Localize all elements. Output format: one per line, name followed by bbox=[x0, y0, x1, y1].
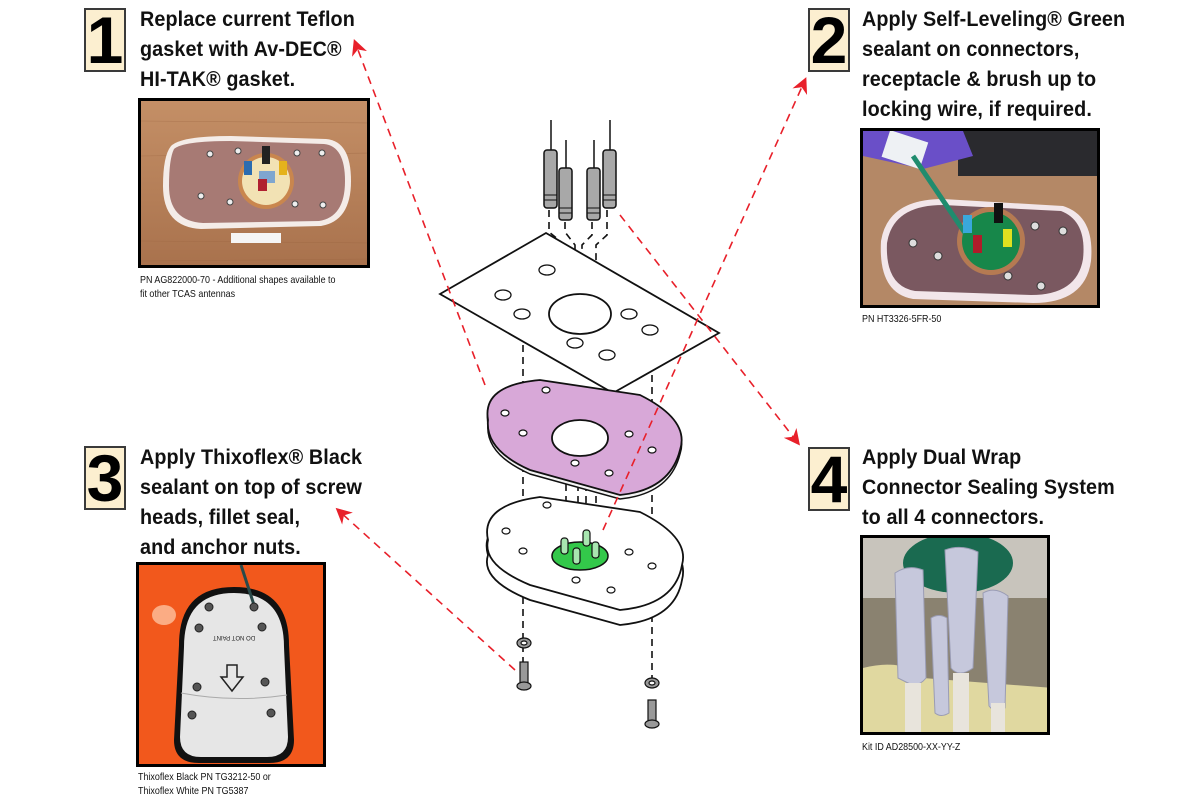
step-1-line-2: gasket with Av-DEC® bbox=[140, 37, 342, 61]
step-4-caption-line-1: Kit ID AD28500-XX-YY-Z bbox=[862, 741, 961, 753]
alignment-lines bbox=[522, 210, 653, 690]
connector-1 bbox=[543, 149, 558, 209]
hi-tak-gasket bbox=[486, 379, 683, 500]
step-3-line-4: and anchor nuts. bbox=[140, 535, 301, 559]
step-1-instruction: Replace current Teflon gasket with Av-DE… bbox=[140, 4, 355, 94]
step-2-instruction: Apply Self-Leveling® Green sealant on co… bbox=[862, 4, 1125, 124]
leader-arrow-step-4 bbox=[619, 214, 800, 446]
step-1-photo bbox=[138, 98, 370, 268]
fasteners bbox=[516, 637, 660, 729]
do-not-paint-label: DO NOT PAINT bbox=[213, 634, 255, 640]
step-2-number-box: 2 bbox=[808, 7, 850, 73]
gasket-photo-illustration bbox=[141, 101, 367, 265]
step-2-line-1: Apply Self-Leveling® Green bbox=[862, 7, 1126, 31]
step-1-caption-line-2: fit other TCAS antennas bbox=[140, 288, 236, 300]
step-3-photo: DO NOT PAINT bbox=[136, 562, 326, 767]
step-2-caption: PN HT3326-5FR-50 bbox=[862, 312, 941, 326]
leader-arrows bbox=[335, 39, 808, 671]
orange-skin-photo-illustration: DO NOT PAINT bbox=[139, 565, 323, 764]
connector-3 bbox=[586, 167, 601, 221]
step-4-instruction: Apply Dual Wrap Connector Sealing System… bbox=[862, 442, 1115, 532]
step-3-number-box: 3 bbox=[84, 445, 126, 511]
step-3-caption: Thixoflex Black PN TG3212-50 or Thixofle… bbox=[138, 770, 271, 798]
step-4-number-box: 4 bbox=[808, 446, 850, 512]
antenna-base bbox=[485, 496, 684, 626]
step-2-photo bbox=[860, 128, 1100, 308]
step-1-caption-line-1: PN AG822000-70 - Additional shapes avail… bbox=[140, 274, 336, 286]
step-3-line-1: Apply Thixoflex® Black bbox=[140, 445, 363, 469]
step-3-line-3: heads, fillet seal, bbox=[140, 505, 301, 529]
step-4-line-1: Apply Dual Wrap bbox=[862, 445, 1022, 469]
step-2-caption-line-1: PN HT3326-5FR-50 bbox=[862, 313, 942, 325]
step-1-caption: PN AG822000-70 - Additional shapes avail… bbox=[140, 273, 336, 301]
wrapped-connectors-photo-illustration bbox=[863, 538, 1047, 732]
step-1-line-1: Replace current Teflon bbox=[140, 7, 355, 31]
step-4-photo bbox=[860, 535, 1050, 735]
leader-arrow-step-1 bbox=[352, 39, 486, 386]
step-4-caption: Kit ID AD28500-XX-YY-Z bbox=[862, 740, 960, 754]
step-1-line-3: HI-TAK® gasket. bbox=[140, 67, 296, 91]
washer-right bbox=[644, 677, 660, 689]
connector-2 bbox=[558, 167, 573, 221]
step-1-number-box: 1 bbox=[84, 7, 126, 73]
step-2-line-2: sealant on connectors, bbox=[862, 37, 1080, 61]
step-3-line-2: sealant on top of screw bbox=[140, 475, 362, 499]
doubler-plate bbox=[438, 231, 721, 395]
screw-right bbox=[647, 699, 657, 723]
step-2-line-3: receptacle & brush up to bbox=[862, 67, 1097, 91]
connector-4 bbox=[602, 149, 617, 209]
step-4-line-3: to all 4 connectors. bbox=[862, 505, 1045, 529]
coax-connectors bbox=[543, 120, 617, 221]
step-3-instruction: Apply Thixoflex® Black sealant on top of… bbox=[140, 442, 362, 562]
step-4-line-2: Connector Sealing System bbox=[862, 475, 1115, 499]
washer-left bbox=[516, 637, 532, 649]
leader-arrow-step-2 bbox=[602, 77, 808, 531]
step-3-caption-line-1: Thixoflex Black PN TG3212-50 or bbox=[138, 771, 271, 783]
step-2-line-4: locking wire, if required. bbox=[862, 97, 1092, 121]
step-3-caption-line-2: Thixoflex White PN TG5387 bbox=[138, 785, 249, 797]
green-sealant-photo-illustration bbox=[863, 131, 1097, 305]
leader-arrow-step-3 bbox=[335, 507, 516, 671]
screw-left bbox=[519, 661, 529, 685]
